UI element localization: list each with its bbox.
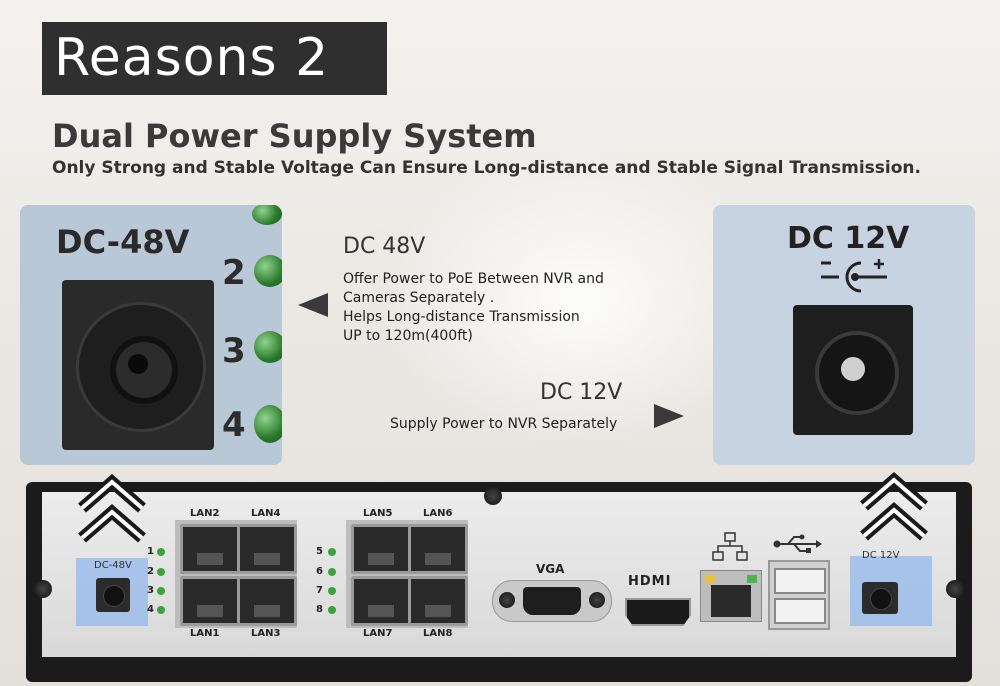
usb-port[interactable] — [774, 598, 826, 624]
port-number: 3 — [222, 331, 246, 371]
section-heading: Dual Power Supply System — [52, 117, 537, 155]
lan-label: LAN4 — [251, 508, 281, 519]
status-led — [157, 587, 165, 595]
hdmi-port[interactable] — [625, 598, 691, 626]
led-number: 6 — [316, 566, 323, 577]
status-led — [328, 548, 336, 556]
dc48v-panel-label: DC-48V — [94, 560, 132, 571]
callout-48v-line: Helps Long-distance Transmission — [343, 309, 580, 325]
usb-ports — [768, 560, 830, 630]
dc12v-panel-label: DC 12V — [862, 550, 900, 561]
led-number: 1 — [147, 546, 154, 557]
vga-label: VGA — [536, 562, 565, 576]
led-indicator — [252, 205, 282, 225]
lan-label: LAN2 — [190, 508, 220, 519]
hdmi-label: HDMI — [628, 574, 672, 589]
led-number: 8 — [316, 604, 323, 615]
led-indicator — [254, 405, 282, 443]
page-title: Reasons 2 — [54, 28, 330, 88]
dc48v-photo-label: DC-48V — [56, 223, 190, 261]
led-indicator — [254, 255, 282, 287]
status-led — [328, 606, 336, 614]
lan-port[interactable] — [351, 524, 411, 574]
callout-48v-line: Offer Power to PoE Between NVR and — [343, 271, 604, 287]
led-number: 2 — [147, 566, 154, 577]
dc48v-jack — [62, 280, 214, 450]
arrow-right-icon — [654, 404, 684, 428]
chevron-up-icon — [860, 472, 928, 541]
title-banner — [42, 22, 387, 95]
section-subheading: Only Strong and Stable Voltage Can Ensur… — [52, 158, 921, 178]
dc-polarity-icon — [821, 259, 887, 293]
dc12v-panel-jack — [862, 582, 898, 614]
ethernet-port[interactable] — [700, 570, 762, 622]
usb-port[interactable] — [774, 568, 826, 594]
lan-label: LAN1 — [190, 628, 220, 639]
led-indicator — [254, 331, 282, 363]
lan-port[interactable] — [351, 576, 411, 626]
lan-port[interactable] — [408, 576, 468, 626]
chevron-up-icon — [78, 474, 146, 543]
status-led — [157, 568, 165, 576]
dc12v-photo-label: DC 12V — [787, 221, 910, 256]
led-number: 3 — [147, 585, 154, 596]
led-number: 7 — [316, 585, 323, 596]
dc48v-panel-jack — [96, 578, 130, 612]
status-led — [328, 587, 336, 595]
port-number: 4 — [222, 405, 246, 445]
lan-port[interactable] — [237, 576, 297, 626]
callout-48v-title: DC 48V — [343, 234, 426, 259]
lan-port[interactable] — [180, 576, 240, 626]
callout-12v-title: DC 12V — [540, 380, 623, 405]
callout-12v-body: Supply Power to NVR Separately — [390, 416, 618, 432]
lan-port[interactable] — [180, 524, 240, 574]
dc12v-jack — [793, 305, 913, 435]
port-number: 2 — [222, 253, 246, 293]
led-number: 4 — [147, 604, 154, 615]
dc48v-closeup-photo: DC-48V 2 3 4 — [20, 205, 282, 465]
network-icon — [712, 532, 748, 561]
status-led — [157, 606, 165, 614]
lan-port[interactable] — [408, 524, 468, 574]
lan-label: LAN7 — [363, 628, 393, 639]
screw-icon — [946, 580, 964, 598]
screw-icon — [484, 487, 502, 505]
screw-icon — [34, 580, 52, 598]
usb-icon — [773, 534, 822, 553]
callout-48v-line: Cameras Separately . — [343, 290, 495, 306]
status-led — [157, 548, 165, 556]
dc12v-closeup-photo: DC 12V — [713, 205, 975, 465]
lan-label: LAN8 — [423, 628, 453, 639]
lan-label: LAN5 — [363, 508, 393, 519]
callout-48v-line: UP to 120m(400ft) — [343, 328, 473, 344]
led-number: 5 — [316, 546, 323, 557]
arrow-left-icon — [298, 293, 328, 317]
lan-port[interactable] — [237, 524, 297, 574]
status-led — [328, 568, 336, 576]
vga-port[interactable] — [492, 580, 612, 622]
lan-label: LAN3 — [251, 628, 281, 639]
lan-label: LAN6 — [423, 508, 453, 519]
